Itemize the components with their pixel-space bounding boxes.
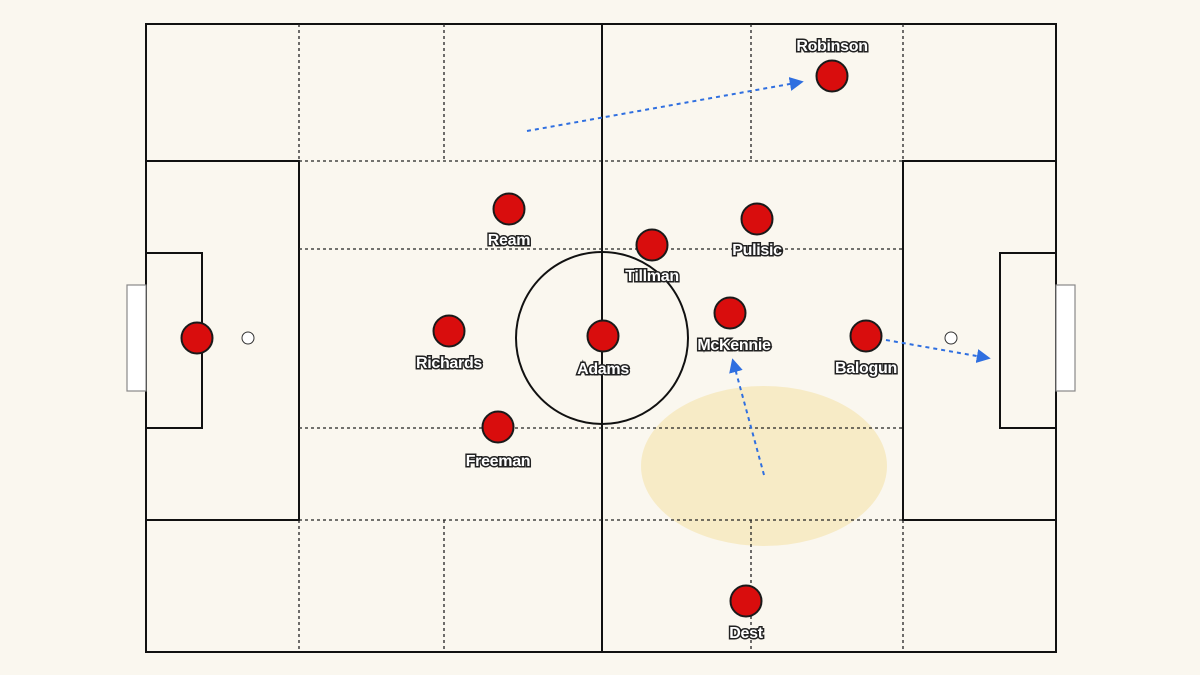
player-goalkeeper	[180, 321, 214, 355]
right-penalty-area	[902, 160, 1057, 521]
player-label: Balogun	[835, 360, 897, 377]
player-label: Freeman	[466, 453, 531, 470]
player-label: Robinson	[796, 38, 867, 55]
player-label: Adams	[577, 361, 629, 378]
player-marker	[713, 296, 747, 330]
player-marker	[180, 321, 214, 355]
player-pulisic: Pulisic	[731, 202, 784, 261]
right-goal	[1055, 284, 1076, 392]
player-tillman: Tillman	[624, 228, 681, 287]
player-marker	[492, 192, 526, 226]
player-marker	[635, 228, 669, 262]
right-goal-area	[999, 252, 1057, 429]
player-label: McKennie	[697, 337, 771, 354]
player-robinson: Robinson	[795, 37, 869, 93]
robinson-run-arrow	[526, 77, 804, 132]
player-ream: Ream	[486, 192, 532, 251]
left-goal	[126, 284, 147, 392]
player-dest: Dest	[728, 584, 766, 644]
player-marker	[586, 319, 620, 353]
player-marker	[432, 314, 466, 348]
player-marker	[849, 319, 883, 353]
right-penalty-spot	[944, 331, 958, 345]
balogun-run-arrow	[885, 339, 991, 363]
player-adams: Adams	[576, 319, 631, 380]
player-marker	[729, 584, 763, 618]
player-balogun: Balogun	[834, 319, 899, 379]
player-marker	[815, 59, 849, 93]
player-freeman: Freeman	[464, 410, 532, 472]
dest-inverted-run-arrow	[729, 358, 765, 476]
player-label: Dest	[729, 625, 763, 642]
player-marker	[481, 410, 515, 444]
player-richards: Richards	[414, 314, 484, 374]
highlight-zone	[641, 386, 887, 546]
player-label: Ream	[488, 232, 530, 249]
player-mckennie: McKennie	[696, 296, 773, 356]
player-marker	[740, 202, 774, 236]
left-penalty-area	[145, 160, 300, 521]
player-label: Richards	[416, 355, 482, 372]
center-circle	[515, 251, 689, 425]
left-penalty-spot	[241, 331, 255, 345]
player-label: Pulisic	[732, 242, 782, 259]
player-label: Tillman	[625, 268, 679, 285]
